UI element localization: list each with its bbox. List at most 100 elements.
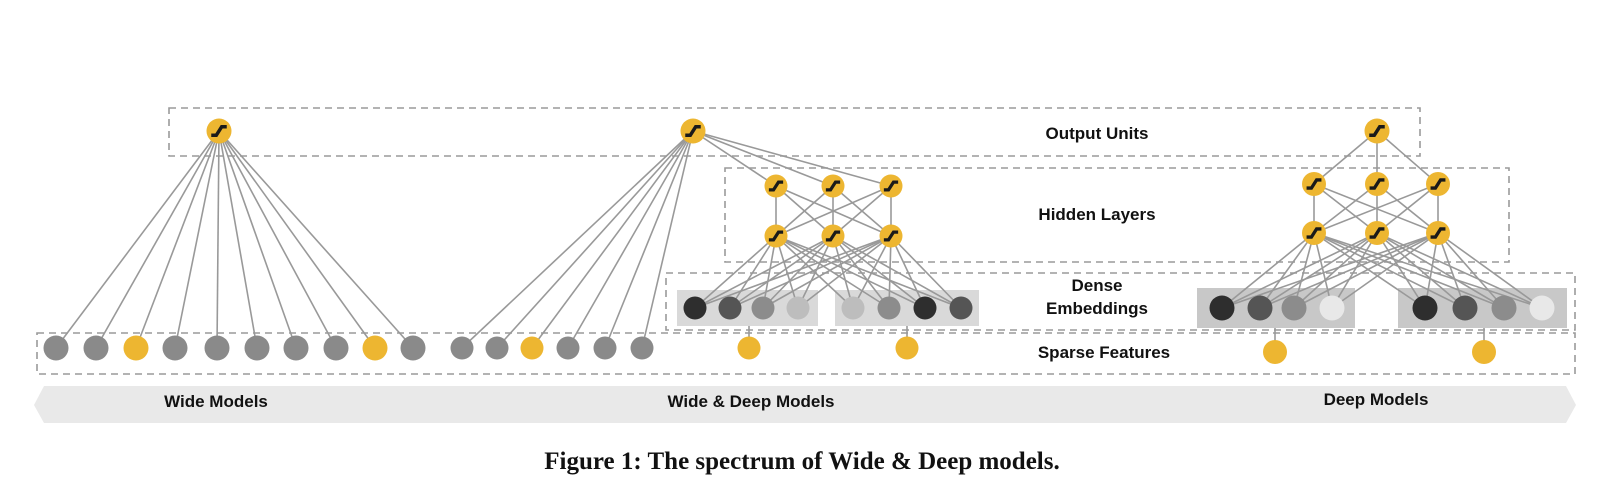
dense-embeddings-label-line1: Dense: [1071, 276, 1122, 295]
wide-deep-output-unit: [680, 118, 706, 144]
connection-edge: [216, 130, 220, 349]
connection-edge: [775, 235, 799, 309]
active-sparse-feature: [1472, 340, 1496, 364]
embedding-unit: [949, 296, 973, 320]
embedding-unit: [1452, 295, 1478, 321]
connection-edge: [762, 235, 892, 309]
connection-edge: [1221, 232, 1315, 309]
connection-edge: [641, 130, 694, 349]
connection-edge: [1221, 232, 1439, 309]
connection-edge: [775, 235, 926, 309]
connection-edge: [218, 130, 414, 349]
embedding-unit: [1319, 295, 1345, 321]
embedding-unit: [1247, 295, 1273, 321]
connection-edge: [1293, 232, 1378, 309]
connection-edge: [55, 130, 220, 349]
connection-edge: [1376, 232, 1543, 309]
figure-caption: Figure 1: The spectrum of Wide & Deep mo…: [544, 448, 1059, 475]
connection-edge: [729, 235, 777, 309]
connection-edge: [1259, 232, 1378, 309]
output-units-label: Output Units: [1046, 124, 1149, 143]
embedding-unit: [1281, 295, 1307, 321]
embedding-unit: [1412, 295, 1438, 321]
sparse-feature: [593, 336, 617, 360]
connection-edge: [1376, 232, 1466, 309]
connection-edge: [1437, 232, 1505, 309]
connection-edge: [890, 235, 962, 309]
connection-edge: [1376, 130, 1439, 185]
deep-output-unit: [1364, 118, 1390, 144]
hidden-unit: [764, 174, 788, 198]
connection-edge: [775, 235, 854, 309]
connection-edge: [531, 130, 694, 349]
connection-edge: [762, 235, 777, 309]
connection-edge: [218, 130, 337, 349]
sparse-feature: [485, 336, 509, 360]
connection-edge: [1313, 232, 1466, 309]
hidden-layers-label: Hidden Layers: [1038, 205, 1155, 224]
connection-edge: [1424, 232, 1439, 309]
wide-models-label: Wide Models: [164, 392, 268, 411]
dense-embeddings-box: [665, 272, 1576, 331]
wide-deep-models-label: Wide & Deep Models: [667, 392, 834, 411]
connection-edge: [890, 235, 926, 309]
hidden-unit: [1365, 221, 1389, 245]
embedding-unit: [786, 296, 810, 320]
diagram-nodes: [43, 118, 1555, 364]
hidden-unit: [1426, 172, 1450, 196]
connection-edge: [692, 130, 892, 187]
connection-edge: [1331, 232, 1439, 309]
sparse-features-label: Sparse Features: [1038, 343, 1170, 362]
connection-edge: [694, 235, 892, 309]
embedding-unit: [683, 296, 707, 320]
connection-edge: [694, 235, 777, 309]
embedding-unit: [913, 296, 937, 320]
sparse-feature: [630, 336, 654, 360]
connection-edge: [729, 235, 892, 309]
embedding-unit: [841, 296, 865, 320]
connection-edge: [852, 235, 892, 309]
connection-edge: [888, 235, 892, 309]
active-sparse-feature: [362, 335, 388, 361]
connection-edge: [496, 130, 694, 349]
connection-edge: [1259, 232, 1315, 309]
connection-edge: [1293, 232, 1439, 309]
active-sparse-feature: [895, 336, 919, 360]
connection-edge: [775, 235, 962, 309]
connection-edge: [95, 130, 220, 349]
sparse-feature: [556, 336, 580, 360]
connection-edge: [218, 130, 376, 349]
hidden-unit: [879, 224, 903, 248]
hidden-unit: [764, 224, 788, 248]
connection-edge: [1313, 130, 1378, 185]
connection-edge: [797, 235, 892, 309]
connection-edge: [832, 235, 926, 309]
embedding-unit: [1491, 295, 1517, 321]
connection-edge: [832, 235, 854, 309]
deep-models-label: Deep Models: [1324, 390, 1429, 409]
sparse-feature: [323, 335, 349, 361]
active-sparse-feature: [123, 335, 149, 361]
connection-edge: [692, 130, 834, 187]
connection-edge: [135, 130, 220, 349]
connection-edge: [218, 130, 297, 349]
connection-edges: [55, 130, 1543, 352]
embedding-unit: [877, 296, 901, 320]
sparse-feature: [450, 336, 474, 360]
connection-edge: [1313, 232, 1333, 309]
connection-edge: [797, 235, 834, 309]
hidden-unit: [1365, 172, 1389, 196]
connection-edge: [1376, 232, 1426, 309]
active-sparse-feature: [737, 336, 761, 360]
connection-edge: [832, 235, 890, 309]
dense-embeddings-label-line2: Embeddings: [1046, 299, 1148, 318]
hidden-layers-box: [724, 167, 1510, 263]
connection-edge: [1313, 183, 1439, 234]
connection-edge: [1331, 232, 1378, 309]
connection-edge: [1376, 183, 1439, 234]
sparse-feature: [162, 335, 188, 361]
connection-edge: [1313, 183, 1378, 234]
connection-edge: [692, 130, 777, 187]
output-units-box: [168, 107, 1421, 157]
connection-edge: [1376, 232, 1505, 309]
